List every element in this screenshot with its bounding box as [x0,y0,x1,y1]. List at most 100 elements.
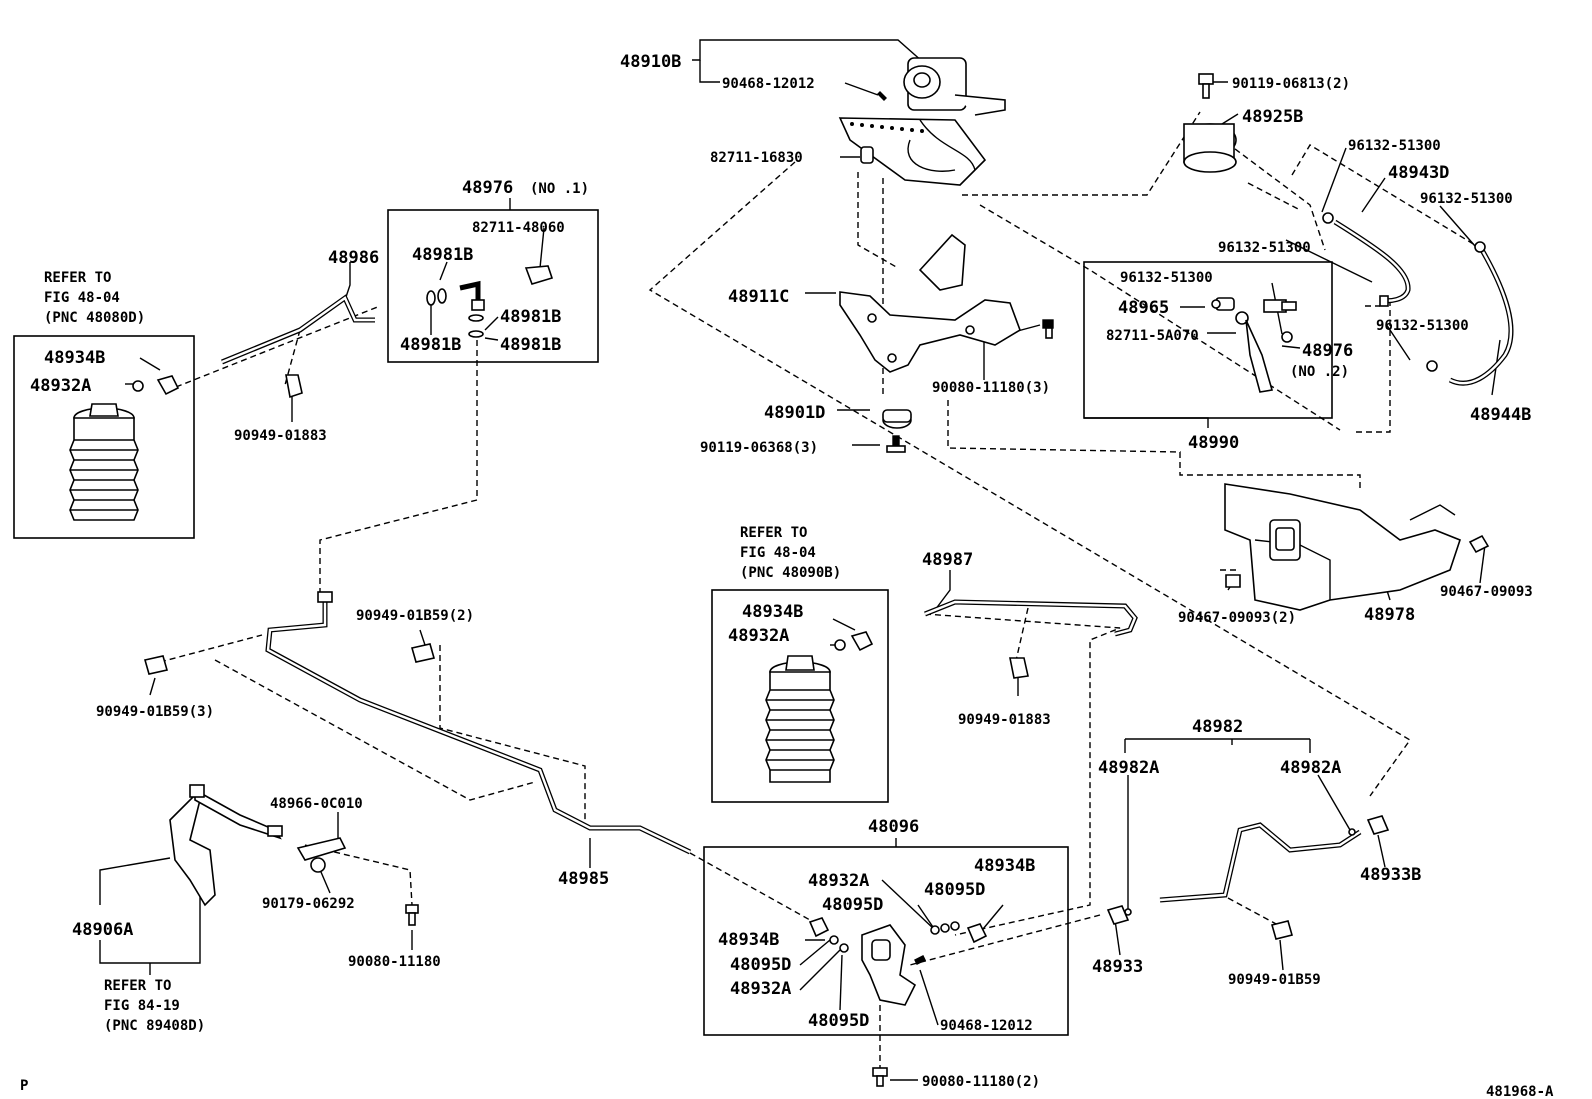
label-48934B-d: 48934B [718,930,779,950]
bolt-90080-11180 [405,904,419,926]
label-48944B: 48944B [1470,405,1531,425]
label-refer2-line1: REFER TO [740,525,807,541]
label-48095D-c: 48095D [730,955,791,975]
label-90119-06368: 90119-06368(3) [700,440,818,456]
label-82711-48060: 82711-48060 [472,220,565,236]
label-48976-no2-sub: (NO .2) [1290,364,1349,380]
tube-48987 [924,599,1138,637]
connector-48933 [1106,905,1130,925]
box-air-spring-front-right [711,589,889,803]
screw-90468-12012-top [877,91,887,101]
label-48981B-1: 48981B [412,245,473,265]
label-96132-51300-b: 96132-51300 [1420,191,1513,207]
label-48095D-d: 48095D [808,1011,869,1031]
label-refer2-line2: FIG 48-04 [740,545,816,561]
label-48911C: 48911C [728,287,789,307]
fitting-82711-48060 [524,265,554,285]
label-82711-5A070: 82711-5A070 [1106,328,1199,344]
label-48910B: 48910B [620,52,681,72]
cover-48978 [1224,483,1461,611]
oring-48932A-d [940,923,950,933]
air-spring-left [69,403,139,521]
oring-82711-5A070 [1235,311,1249,325]
label-refer2-line3: (PNC 48090B) [740,565,841,581]
fitting-48934B-a [156,375,180,396]
connector-48933B [1366,815,1390,835]
label-96132-51300-d: 96132-51300 [1120,270,1213,286]
bolt-90119-06813 [1198,73,1214,99]
label-refer1-line1: REFER TO [44,270,111,286]
label-48966-0C010: 48966-0C010 [270,796,363,812]
dashed-reference-lines [159,111,1476,1068]
sensor-48096 [861,924,917,1006]
fitting-48934B-b [850,631,874,652]
fitting-48976-no2 [1245,299,1297,393]
label-48095D-a: 48095D [822,895,883,915]
part-labels: 48910B 90468-12012 82711-16830 90119-068… [20,52,1554,1099]
clamps-96132-51300 [1281,212,1486,372]
label-90468-12012-top: 90468-12012 [722,76,815,92]
clip-90467-09093-2 [1225,574,1241,588]
label-48978: 48978 [1364,605,1415,625]
screw-90468-12012-bot [914,955,926,965]
air-spring-right [765,655,835,783]
label-90080-11180-2: 90080-11180(2) [922,1074,1040,1090]
bolt-90119-06368 [886,435,906,453]
label-48932A-d: 48932A [730,979,791,999]
compressor-48910B [838,57,1006,186]
box-48976-no1 [387,209,599,363]
label-90949-01B59: 90949-01B59 [1228,972,1321,988]
label-90467-09093-2: 90467-09093(2) [1178,610,1296,626]
oring-48932A-c [839,943,849,953]
label-48990: 48990 [1188,433,1239,453]
label-48932A-b: 48932A [728,626,789,646]
label-refer1-line2: FIG 48-04 [44,290,120,306]
label-90467-09093: 90467-09093 [1440,584,1533,600]
leader-lines [99,39,1501,1081]
height-sensor-48906A [169,784,283,907]
grommet-82711-16830 [860,146,874,164]
fitting-48934B-d [966,923,988,944]
label-48906A: 48906A [72,920,133,940]
label-48982: 48982 [1192,717,1243,737]
label-48982A-right: 48982A [1280,758,1341,778]
label-48932A-a: 48932A [30,376,91,396]
hose-48944B [1448,248,1514,386]
label-48943D: 48943D [1388,163,1449,183]
label-refer3-line1: REFER TO [104,978,171,994]
label-48934B-c: 48934B [974,856,1035,876]
oring-48982A-right [1348,828,1356,836]
label-48976-no2: 48976 [1302,341,1353,361]
label-48976-no1: 48976 [462,178,513,198]
label-48976-no1-sub: (NO .1) [530,181,589,197]
oring-48932A-a [132,380,144,392]
bolt-90080-11180-2 [872,1067,888,1087]
box-air-spring-front-left [13,335,195,539]
box-48096 [703,846,1069,1036]
label-90949-01B59-2: 90949-01B59(2) [356,608,474,624]
clamp-90949-01B59 [1271,920,1293,940]
label-48933: 48933 [1092,957,1143,977]
valve-48965 [1211,297,1235,311]
bolt-90080-11180-3 [1042,319,1054,339]
hose-48943D [1333,219,1411,304]
label-48985: 48985 [558,869,609,889]
label-48981B-4: 48981B [500,335,561,355]
tube-48985 [265,598,692,855]
fitting-48934B-c [808,917,830,938]
oring-48932A-b [834,639,846,651]
label-82711-16830: 82711-16830 [710,150,803,166]
label-48981B-3: 48981B [400,335,461,355]
bracket-48911C [839,233,1021,373]
label-48901D: 48901D [764,403,825,423]
label-48986: 48986 [328,248,379,268]
label-90949-01883-a: 90949-01883 [234,428,327,444]
label-refer3-line2: FIG 84-19 [104,998,180,1014]
clamp-90949-01B59-3 [143,655,169,675]
oring-48095D-c [950,921,960,931]
label-96132-51300-c: 96132-51300 [1218,240,1311,256]
orings-48981B [426,288,484,338]
clamp-90949-01B59-2 [410,643,436,663]
label-90080-11180-3: 90080-11180(3) [932,380,1050,396]
label-90080-11180: 90080-11180 [348,954,441,970]
